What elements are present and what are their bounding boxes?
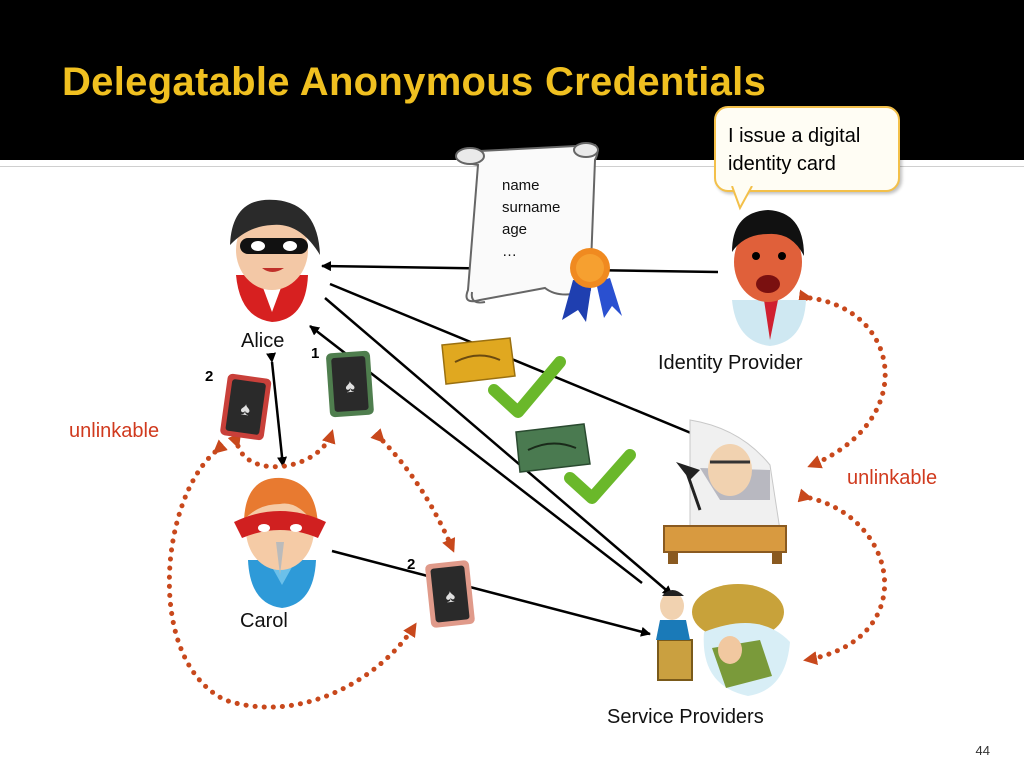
dotted-arrow-right-top xyxy=(798,289,888,469)
rosette-ribbon-icon xyxy=(562,248,622,322)
carol-avatar xyxy=(234,477,326,608)
arrow-alice-to-sp-top xyxy=(329,282,721,447)
identity-provider-label: Identity Provider xyxy=(658,352,803,374)
alice-avatar xyxy=(230,199,320,322)
dotted-arrow-passports-top xyxy=(227,429,336,470)
alice-label: Alice xyxy=(241,330,285,352)
step-number-2-carol: 2 xyxy=(407,556,416,573)
svg-text:♠: ♠ xyxy=(239,398,252,419)
arrow-carol-to-sp xyxy=(331,549,651,637)
service-provider-bank-avatar xyxy=(656,584,790,696)
step-number-1: 1 xyxy=(311,345,320,362)
speech-line-2: identity card xyxy=(728,153,836,175)
credential-scroll-check-bottom xyxy=(515,423,636,504)
speech-line-1: I issue a digital xyxy=(728,125,861,147)
credential-scroll-check-top xyxy=(441,337,566,418)
dotted-arrow-right-bottom xyxy=(797,488,888,665)
identity-scroll-icon xyxy=(455,142,599,304)
passport-icon-alice-2: ♠ xyxy=(220,373,272,441)
scroll-field-name: name xyxy=(502,177,540,194)
step-number-2-alice: 2 xyxy=(205,368,214,385)
service-provider-clerk-avatar xyxy=(663,419,787,564)
unlinkable-right-label: unlinkable xyxy=(847,467,938,489)
unlinkable-left-label: unlinkable xyxy=(69,420,160,442)
identity-provider-avatar xyxy=(732,210,806,346)
scroll-field-list: name surname age … xyxy=(502,175,560,263)
passport-icon-carol-2: ♠ xyxy=(425,560,475,628)
svg-text:♠: ♠ xyxy=(345,376,356,397)
dotted-arrow-passports-right xyxy=(370,428,456,553)
svg-text:♠: ♠ xyxy=(444,585,456,606)
scroll-field-surname: surname xyxy=(502,199,561,216)
scroll-field-age: age xyxy=(502,221,528,238)
service-providers-label: Service Providers xyxy=(607,706,764,728)
speech-bubble-tail xyxy=(731,186,753,211)
page-number: 44 xyxy=(975,743,990,758)
arrow-alice-to-sp-bottom xyxy=(324,297,673,596)
arrow-alice-carol xyxy=(266,352,288,467)
slide-title: Delegatable Anonymous Credentials xyxy=(62,60,767,104)
scroll-field-ellipsis: … xyxy=(502,243,517,260)
passport-icon-alice-1: ♠ xyxy=(326,350,374,418)
speech-bubble: I issue a digital identity card xyxy=(714,106,900,192)
dotted-arrow-left-big xyxy=(166,439,418,710)
carol-label: Carol xyxy=(240,610,288,632)
